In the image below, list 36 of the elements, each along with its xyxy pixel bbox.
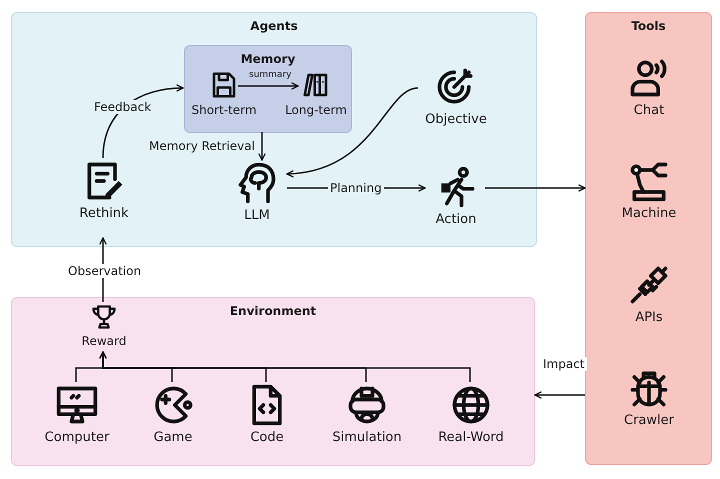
node-label: APIs — [635, 310, 663, 325]
arrow — [258, 132, 266, 161]
node-label: Reward — [82, 334, 126, 349]
edge-label: Impact — [541, 357, 587, 371]
node-label: Long-term — [285, 103, 347, 118]
arrow — [534, 391, 585, 399]
node-label: Machine — [622, 206, 676, 221]
node-label: LLM — [244, 208, 270, 223]
panel-title: Environment — [230, 304, 316, 318]
node-label: Game — [154, 430, 192, 445]
group-panel — [11, 297, 535, 466]
panel-title: Tools — [631, 19, 666, 33]
group-panel — [585, 12, 712, 465]
node-label: Short-term — [191, 103, 257, 118]
arrow — [238, 82, 299, 90]
edge-label: Observation — [66, 264, 144, 278]
edge-label: Memory Retrieval — [147, 139, 257, 153]
group-panel — [184, 45, 352, 133]
node-label: Crawler — [624, 413, 674, 428]
panel-title: Agents — [250, 19, 298, 33]
arrow — [485, 184, 586, 192]
node-label: Simulation — [332, 430, 402, 445]
arrow — [286, 87, 418, 178]
node-label: Rethink — [79, 206, 129, 221]
edge-label: Feedback — [92, 100, 154, 114]
node-label: Action — [436, 212, 476, 227]
node-label: Code — [250, 430, 284, 445]
group-panel — [11, 12, 537, 247]
node-label: Objective — [425, 112, 487, 127]
panel-title: Memory — [240, 52, 296, 66]
node-label: Real-Word — [438, 430, 504, 445]
edge-label: summary — [247, 70, 294, 81]
arrow — [99, 351, 471, 382]
node-label: Computer — [44, 430, 110, 445]
node-label: Chat — [634, 103, 664, 118]
edge-label: Planning — [328, 181, 384, 195]
